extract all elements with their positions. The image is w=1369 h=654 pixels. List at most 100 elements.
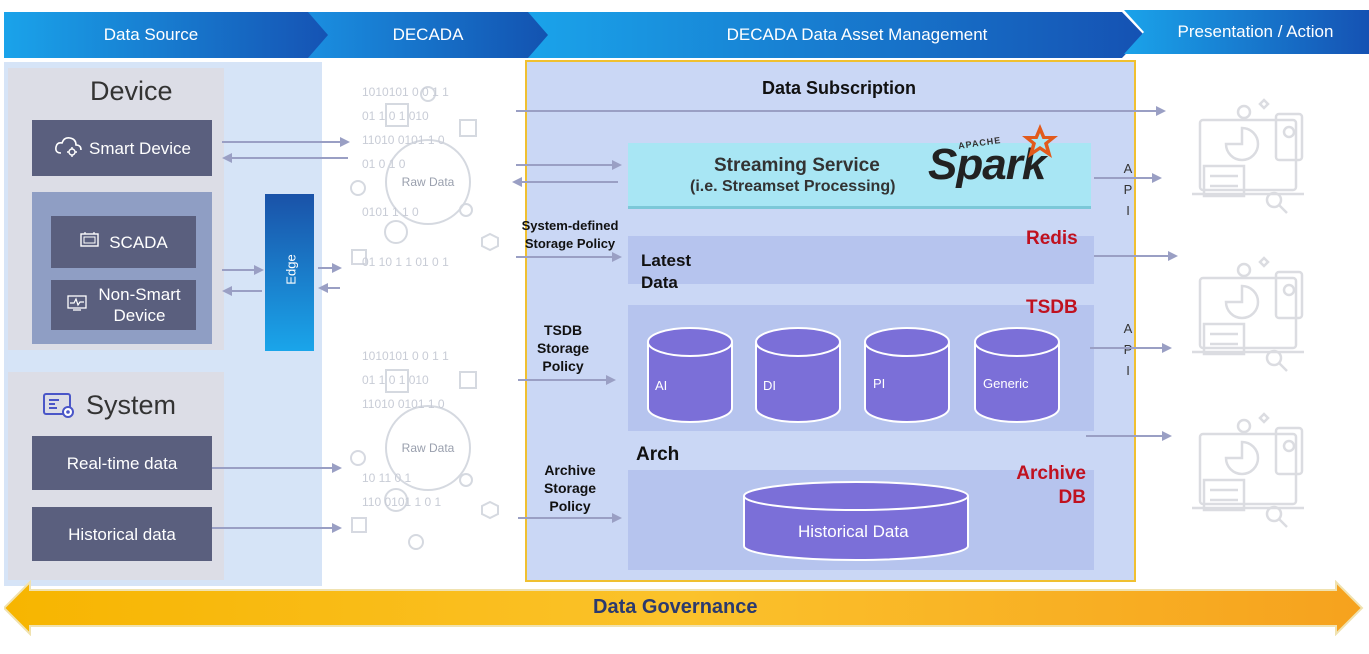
header-decada: DECADA [308,12,552,58]
banner-shape [528,12,1144,58]
latest-line2: Data [641,273,678,292]
api-letter: A [1123,321,1133,336]
raw-data-circle-1 [385,139,471,225]
archive-line1: Arch [636,444,680,465]
historical-data-label: Historical Data [798,522,909,541]
binary-row: 10 11 0 1 [362,471,411,485]
system-title: System [86,390,177,420]
spark-word: Spark [928,140,1046,189]
binary-row: 11010 0101 1 0 [362,133,445,147]
raw-data-label-1: Raw Data [402,175,455,189]
device-title: Device [90,76,173,106]
non-smart-line1: Non-Smart [98,285,181,304]
binary-row: 0101 1 1 0 [362,205,419,219]
data-governance-label: Data Governance [593,596,758,618]
header-label: Presentation / Action [1177,22,1334,41]
cylinder-di [755,327,841,423]
api-letter: I [1126,363,1130,378]
tsdb-policy-line3: Policy [542,358,584,374]
binary-row: 1010101 0 0 1 1 [362,85,449,99]
latest-line1: Latest [641,251,692,270]
streaming-service-title: Streaming Service [714,155,880,176]
spark-logo: APACHE Spark [928,124,1058,192]
non-smart-line2: Device [113,306,166,325]
api-letter: P [1123,342,1133,357]
realtime-data-box: Real-time data [32,436,212,490]
historical-label: Historical data [68,524,176,544]
smart-device-box: Smart Device [32,120,212,176]
dashboard-icon-2 [1192,256,1304,372]
system-settings-icon [42,392,76,425]
data-subscription-title: Data Subscription [762,78,917,98]
data-governance-bar [4,580,1364,636]
cylinder-label-di: DI [763,378,776,393]
archive-db-line2: DB [1058,487,1086,508]
raw-data-circle-2 [385,405,471,491]
header-data-source: Data Source [4,12,334,58]
binary-row: 01 10 1 1 01 0 1 [362,255,449,269]
header-label: DECADA Data Asset Management [726,25,988,44]
sys-policy-line1: System-defined [521,218,619,233]
tsdb-policy-line2: Storage [536,340,590,356]
cloud-gear-icon [53,134,83,163]
decada-illustration: 1010101 0 0 1 1 01 1 0 1 010 11010 0101 … [350,85,499,550]
binary-row: 01 0 1 0 [362,157,406,171]
cylinder-label-ai: AI [655,378,668,393]
tsdb-label: TSDB [1026,297,1078,318]
api-letter: I [1126,203,1130,218]
presentation-icons [1192,98,1304,528]
streaming-service-subtitle: (i.e. Streamset Processing) [690,178,896,195]
header-presentation: Presentation / Action [1124,10,1369,54]
realtime-label: Real-time data [66,453,178,473]
scada-box: SCADA [51,216,196,268]
smart-device-label: Smart Device [88,138,192,158]
pulse-monitor-icon [66,294,88,317]
cylinder-label-pi: PI [873,376,886,391]
historical-data-cylinder [743,481,969,561]
cylinder-ai [647,327,733,423]
latest-data-box [628,236,1094,284]
dashboard-icon-1 [1192,98,1304,214]
cylinder-generic [974,327,1060,423]
binary-row: 01 1 0 1 010 [362,373,429,387]
tsdb-policy-line1: TSDB [543,322,583,338]
header-asset-mgmt: DECADA Data Asset Management [528,12,1146,58]
binary-row: 1010101 0 0 1 1 [362,349,449,363]
header-label: Data Source [103,25,199,44]
cylinder-pi [864,327,950,423]
scada-label: SCADA [109,232,168,252]
raw-data-label-2: Raw Data [402,441,455,455]
sys-policy-line2: Storage Policy [524,236,616,251]
binary-row: 110 0101 1 0 1 [362,495,442,509]
streaming-service-box [628,143,1091,209]
header-label: DECADA [392,25,464,44]
archive-policy-line2: Storage [543,480,597,496]
archive-policy-line1: Archive [544,462,596,478]
redis-label: Redis [1026,228,1078,249]
archive-db-line1: Archive [1016,463,1086,484]
spark-star-icon [1022,124,1058,158]
api-letter: A [1123,161,1133,176]
api-letter: P [1123,182,1133,197]
banner-shape [4,12,332,58]
archive-policy-line3: Policy [549,498,591,514]
binary-row: 01 1 0 1 010 [362,109,429,123]
cylinder-label-generic: Generic [983,376,1029,391]
banner-shape [308,12,550,58]
banner-shape [1124,10,1369,54]
binary-row: 11010 0101 1 0 [362,397,445,411]
tsdb-cylinders [647,327,1060,423]
edge-bar [265,194,314,351]
historical-data-box: Historical data [32,507,212,561]
dashboard-icon-3 [1192,412,1304,528]
